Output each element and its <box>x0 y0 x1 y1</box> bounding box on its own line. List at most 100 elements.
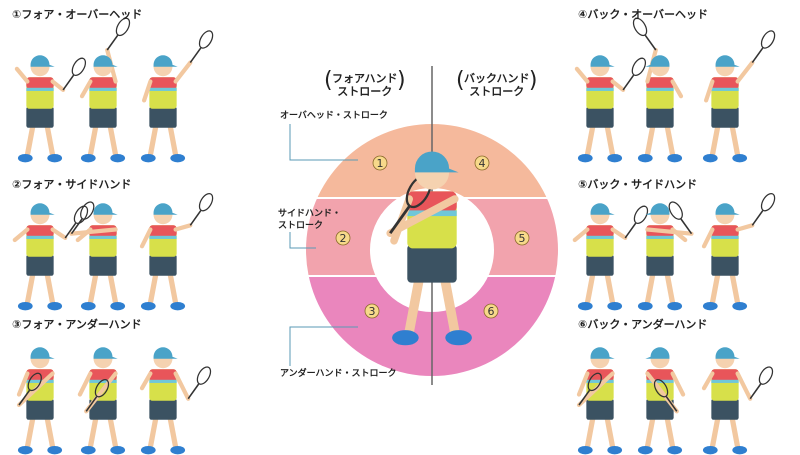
shoe <box>577 153 593 163</box>
cap <box>153 55 178 67</box>
zone-number-1: 1 <box>377 157 384 170</box>
shoe <box>577 301 593 311</box>
shirt-stripe <box>646 235 674 239</box>
back-player-6-1 <box>576 347 623 455</box>
back-player-5-3 <box>701 192 776 311</box>
cap <box>590 203 615 215</box>
fore-player-3-3 <box>139 347 212 455</box>
fore-player-2-2 <box>69 201 126 311</box>
racket-handle <box>62 74 75 91</box>
fore-player-1-1 <box>14 55 87 163</box>
panel-title-fore-side: ②フォア・サイドハンド <box>12 178 132 191</box>
arm <box>16 371 30 397</box>
shirt-collar <box>89 77 117 89</box>
shoe <box>607 153 623 163</box>
shirt-stripe <box>586 235 614 239</box>
zone-number-5: 5 <box>519 232 526 245</box>
cap <box>645 347 670 359</box>
shoe <box>702 301 718 311</box>
shoe <box>732 301 748 311</box>
panel-title-back-side: ⑤バック・サイドハンド <box>578 178 698 191</box>
shoe <box>170 301 186 311</box>
shirt-stripe <box>711 379 739 383</box>
cap <box>645 55 670 67</box>
shorts <box>711 398 739 420</box>
back-player-6-3 <box>701 347 774 455</box>
shirt-collar <box>26 225 54 237</box>
racket-icon <box>198 192 214 212</box>
racket-handle <box>751 210 764 226</box>
arm <box>701 371 715 391</box>
racket-handle <box>70 218 83 235</box>
arm <box>572 227 590 243</box>
cap <box>30 203 55 215</box>
back-player-5-1 <box>572 203 649 311</box>
arm <box>704 79 715 103</box>
zone-number-badge <box>474 155 490 171</box>
arm <box>173 223 193 232</box>
zone-number-badge <box>483 303 499 319</box>
arm <box>735 371 753 401</box>
shirt-collar <box>149 225 177 237</box>
arm <box>576 371 590 397</box>
shirt-stripe <box>586 379 614 383</box>
cap <box>414 151 459 173</box>
shorts <box>407 244 457 283</box>
racket-handle <box>18 389 31 406</box>
backhand-header: バックハンド ストローク <box>456 72 538 98</box>
shoe <box>607 445 623 455</box>
back-player-5-2 <box>637 201 694 311</box>
shirt-collar <box>646 77 674 89</box>
shoe <box>637 153 653 163</box>
shorts <box>646 106 674 128</box>
fore-player-2-3 <box>139 192 214 311</box>
fore-player-3-2 <box>77 347 126 455</box>
underhand-leader <box>289 326 358 366</box>
racket-icon <box>758 366 774 385</box>
shorts <box>26 254 54 276</box>
shirt-stripe <box>646 87 674 91</box>
zone-number-2: 2 <box>340 232 347 245</box>
shoe <box>732 153 748 163</box>
zone-number-4: 4 <box>479 157 486 170</box>
arm <box>77 371 93 397</box>
shirt-stripe <box>646 379 674 383</box>
shoe <box>47 301 63 311</box>
shirt-collar <box>711 77 739 89</box>
shoe <box>577 445 593 455</box>
fore-player-1-3 <box>140 30 214 163</box>
racket-handle <box>189 47 202 64</box>
cap <box>30 55 55 67</box>
cap <box>590 347 615 359</box>
racket-handle <box>189 210 202 226</box>
racket-handle <box>624 222 637 239</box>
arm <box>173 371 191 401</box>
shirt-stripe <box>586 87 614 91</box>
shoe <box>80 153 96 163</box>
shoe <box>702 153 718 163</box>
shirt-stripe <box>149 379 177 383</box>
shirt-collar <box>149 369 177 381</box>
shoe <box>667 301 683 311</box>
arm <box>574 66 590 84</box>
shorts <box>149 106 177 128</box>
shirt-stripe <box>149 235 177 239</box>
shorts <box>586 254 614 276</box>
shirt-collar <box>149 77 177 89</box>
zone-number-badge <box>372 155 388 171</box>
shoe <box>47 445 63 455</box>
cap <box>93 203 118 215</box>
shorts <box>26 106 54 128</box>
shoe <box>702 445 718 455</box>
arm <box>670 371 686 397</box>
shoe <box>110 445 126 455</box>
shoe <box>732 445 748 455</box>
racket-icon <box>587 372 602 392</box>
panel-title-back-under: ⑥バック・アンダーハンド <box>578 318 708 331</box>
arm <box>670 79 684 99</box>
shirt-collar <box>711 225 739 237</box>
shoe <box>170 445 186 455</box>
racket-icon <box>633 205 649 225</box>
center-player <box>386 151 472 346</box>
racket-icon <box>631 57 647 77</box>
